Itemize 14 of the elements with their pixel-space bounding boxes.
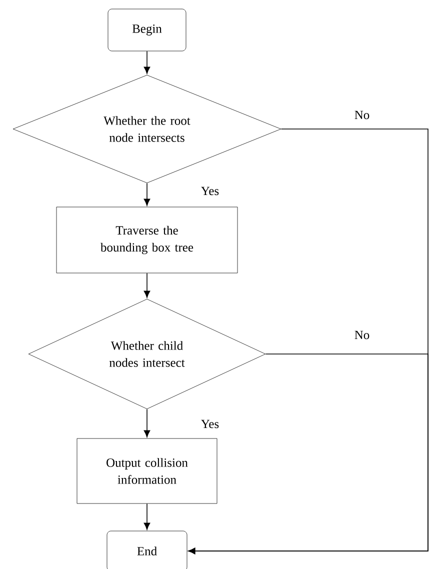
process-box: Traverse the bounding box tree — [56, 206, 238, 274]
edge-label: No — [353, 110, 371, 120]
process-box: Output collision information — [76, 438, 218, 504]
arrow — [188, 354, 428, 554]
arrow — [144, 503, 150, 530]
terminal-box: End — [106, 530, 188, 569]
edge-label: No — [353, 330, 371, 340]
terminal-box: Begin — [108, 8, 186, 52]
arrow — [144, 182, 150, 206]
arrow — [144, 272, 150, 298]
edge-label: Yes — [200, 186, 220, 196]
arrow — [144, 50, 150, 74]
arrow — [144, 408, 150, 438]
edge-label: Yes — [200, 418, 220, 430]
